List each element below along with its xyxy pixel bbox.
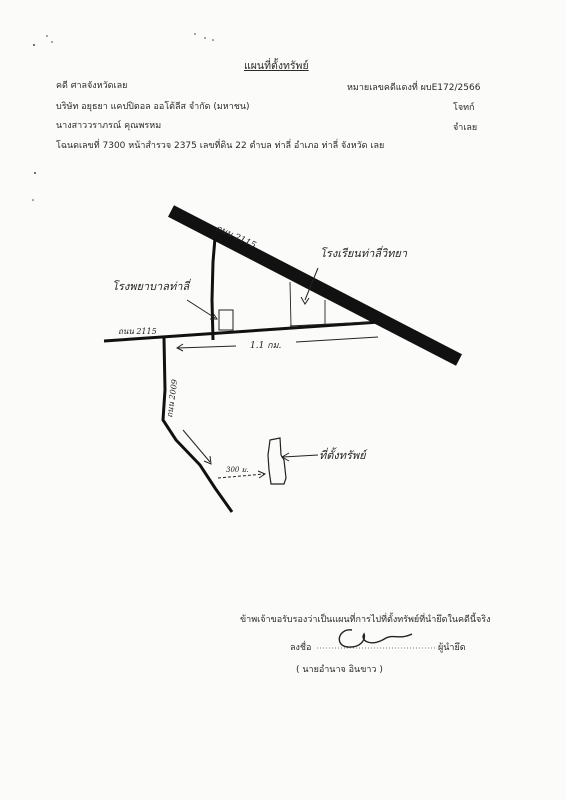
signature-scribble (338, 629, 413, 648)
sign-prefix: ลงชื่อ (290, 643, 312, 653)
defendant-label: จำเลย (453, 123, 478, 133)
property-arrow (282, 454, 319, 458)
road-south (161, 337, 234, 513)
court-name: คดี ศาลจังหวัดเลย (56, 81, 128, 91)
hospital-arrow (186, 299, 216, 319)
deed-info: โฉนดเลขที่ 7300 หน้าสำรวจ 2375 เลขที่ดิน… (56, 141, 385, 151)
road-diagonal (168, 205, 462, 366)
road-hospital-spur (210, 237, 217, 341)
certification-text: ข้าพเจ้าขอรับรองว่าเป็นแผนที่การไปที่ตั้… (240, 615, 491, 625)
property-arrowhead (280, 452, 290, 462)
school-boundary-left (289, 281, 292, 327)
property-label: ที่ตั้งทรัพย์ (319, 447, 369, 462)
plaintiff-label: โจทก์ (453, 103, 475, 113)
school-boundary-bottom (289, 321, 371, 327)
school-arrow (304, 267, 319, 301)
road-horizontal (103, 320, 381, 343)
plaintiff-name: บริษัท อยุธยา แคปปิตอล ออโต้ลีส จำกัด (ม… (56, 102, 250, 112)
distance-arrow-left (177, 345, 237, 349)
road-horizontal-label: ถนน 2115 (118, 327, 157, 336)
distance-2-label: 300 ม. (226, 466, 248, 474)
south-direction-arrowhead (203, 455, 212, 465)
hospital-label: โรงพยาบาลท่าลี่ (112, 278, 191, 293)
dashed-path-arrowhead (257, 470, 267, 479)
signer-name: ( นายอำนาจ อินขาว ) (296, 665, 383, 675)
scan-speckles (32, 33, 214, 201)
case-number: หมายเลขคดีแดงที่ ผบE172/2566 (347, 83, 481, 93)
distance-arrow-right (295, 336, 379, 343)
defendant-name: นางสาววราภรณ์ คุณพรหม (56, 121, 162, 131)
school-label: โรงเรียนท่าลี่วิทยา (320, 245, 408, 260)
dashed-path-300m (217, 473, 265, 479)
page-title: แผนที่ตั้งทรัพย์ (244, 60, 309, 72)
road-vertical-label: ถนน 2009 (165, 379, 179, 419)
distance-arrowhead-left (176, 343, 184, 352)
sign-role: ผู้นำยึด (438, 643, 466, 653)
property-parcel (267, 437, 287, 485)
hospital-arrowhead (210, 312, 218, 320)
south-direction-arrow (182, 429, 211, 463)
school-arrowhead (300, 296, 310, 305)
distance-1-label: 1.1 กม. (250, 341, 282, 351)
hospital-building (218, 309, 234, 331)
